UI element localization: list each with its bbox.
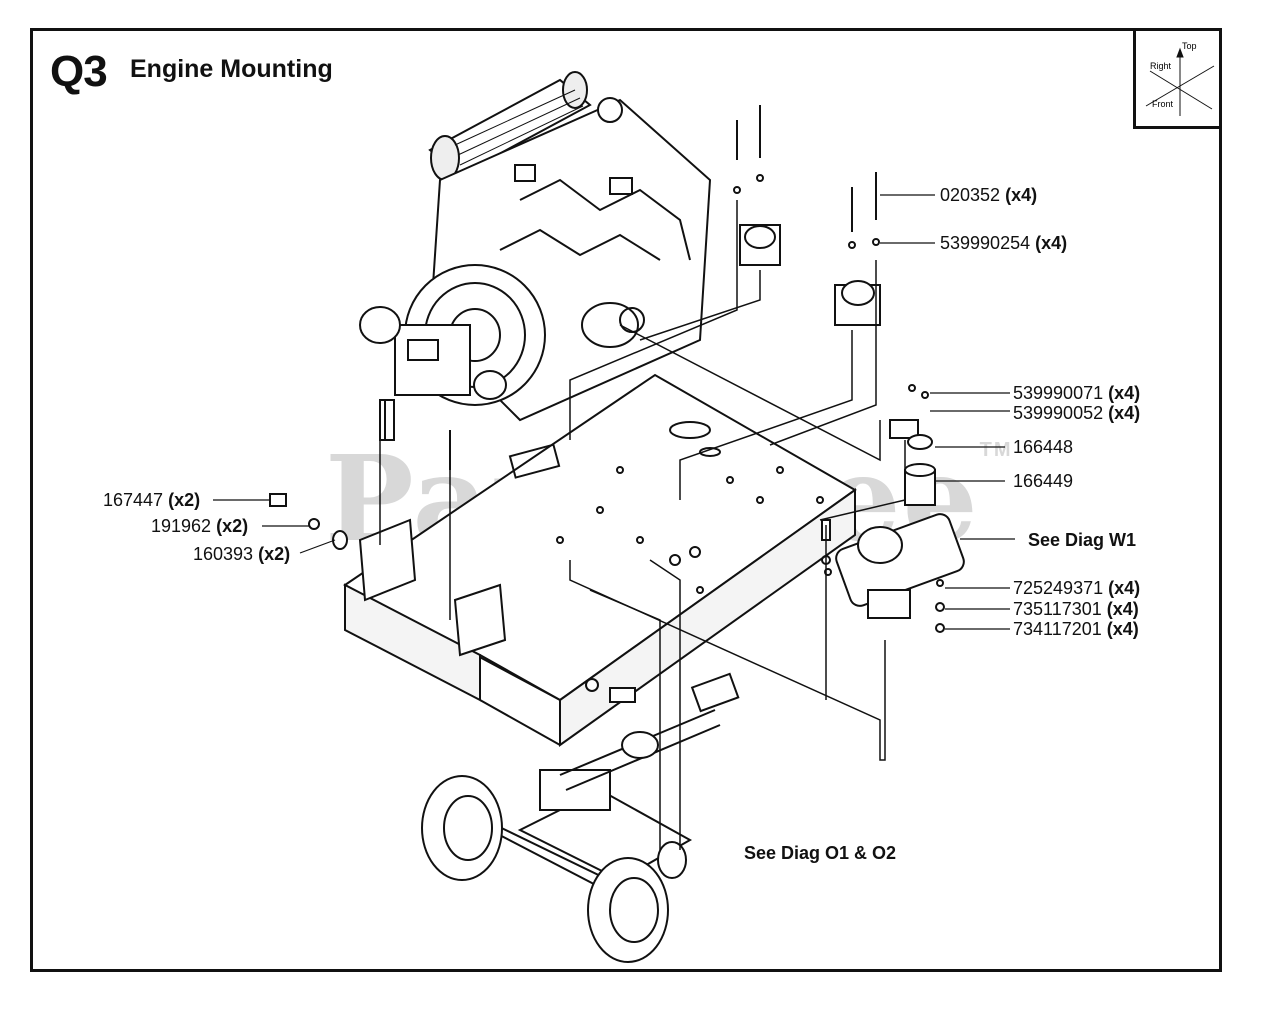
assembly-guide-lines: [379, 200, 906, 850]
part-qty: (x4): [1106, 619, 1139, 639]
part-number: 735117301: [1013, 599, 1102, 619]
compass-top-label: Top: [1182, 41, 1197, 51]
watermark-tm: TM: [979, 439, 1013, 461]
see-diag-w1-link[interactable]: See Diag W1: [1028, 530, 1137, 550]
compass-right-label: Right: [1150, 61, 1172, 71]
axle-assembly: [421, 672, 740, 963]
callout-539990254: 539990254(x4): [940, 234, 1067, 252]
part-qty: (x4): [1035, 233, 1068, 253]
part-number: 167447: [103, 490, 164, 510]
part-qty: (x4): [1005, 185, 1038, 205]
engine-mounts: [733, 105, 881, 326]
part-number: 734117201: [1013, 619, 1102, 639]
callout-191962: 191962(x2): [151, 517, 248, 535]
callout-leaders: [213, 194, 1015, 630]
part-number: 539990071: [1013, 383, 1104, 403]
callout-020352: 020352(x4): [940, 186, 1037, 204]
callout-539990052: 539990052(x4): [1013, 404, 1140, 422]
part-number: 166449: [1013, 471, 1074, 491]
pump-assembly: [835, 513, 965, 619]
callout-734117201: 734117201(x4): [1013, 620, 1139, 638]
callout-166448: 166448: [1013, 438, 1078, 456]
callout-735117301: 735117301(x4): [1013, 600, 1139, 618]
callout-167447: 167447(x2): [103, 491, 200, 509]
see-diag-o1-o2-link[interactable]: See Diag O1 & O2: [744, 843, 897, 863]
compass-front-label: Front: [1152, 99, 1174, 109]
part-number: 539990052: [1013, 403, 1104, 423]
part-number: 539990254: [940, 233, 1031, 253]
part-number: 191962: [151, 516, 212, 536]
part-number: 160393: [193, 544, 254, 564]
part-qty: (x4): [1108, 383, 1141, 403]
diagram-title: Engine Mounting: [130, 55, 333, 83]
orientation-compass: Top Right Front: [1133, 31, 1219, 129]
part-qty: (x2): [258, 544, 291, 564]
part-qty: (x4): [1108, 578, 1141, 598]
diagram-frame: [30, 28, 1222, 972]
callout-160393: 160393(x2): [193, 545, 290, 563]
callout-166449: 166449: [1013, 472, 1078, 490]
part-qty: (x4): [1106, 599, 1139, 619]
chassis-frame: [343, 373, 857, 747]
part-number: 725249371: [1013, 578, 1104, 598]
callout-539990071: 539990071(x4): [1013, 384, 1140, 402]
part-number: 166448: [1013, 437, 1074, 457]
part-qty: (x2): [216, 516, 249, 536]
part-qty: (x2): [168, 490, 201, 510]
compass-axes-icon: Top Right Front: [1145, 41, 1215, 116]
callout-725249371: 725249371(x4): [1013, 579, 1140, 597]
diagram-code: Q3: [50, 47, 108, 96]
part-number: 020352: [940, 185, 1001, 205]
part-qty: (x4): [1108, 403, 1141, 423]
